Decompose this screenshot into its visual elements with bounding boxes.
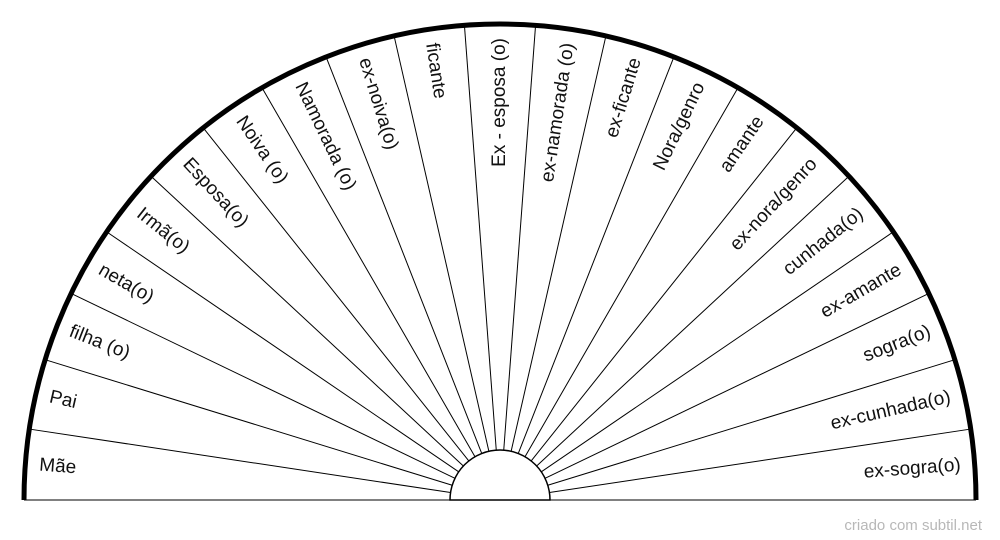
sector-divider-line: [503, 25, 537, 451]
sector-label: ex-cunhada(o): [829, 386, 953, 434]
sector-divider-line: [29, 428, 451, 494]
sector-label: Pai: [47, 386, 78, 413]
sector-divider-line: [547, 359, 955, 486]
sector-divider-line: [510, 35, 607, 452]
sector-divider-line: [541, 231, 894, 473]
sector-divider-line: [544, 293, 930, 479]
sector-divider-line: [536, 175, 850, 467]
sector-divider-line: [463, 25, 497, 451]
sector-divider-line: [517, 56, 675, 454]
sector-divider-line: [325, 56, 483, 454]
sector-label: amante: [715, 112, 768, 176]
sector-divider-line: [202, 127, 470, 462]
sector-label: neta(o): [95, 259, 158, 307]
sector-labels: Mãe Pai filha (o) neta(o)Irmã(o)Esposa(o) No…: [39, 38, 962, 483]
sector-label: ex-namorada (o): [537, 42, 579, 184]
sector-divider-line: [45, 359, 453, 486]
sector-label: ex-sogra(o): [863, 455, 961, 483]
sector-label: Ex - esposa (o): [489, 38, 510, 167]
sector-label: ex-ficante: [601, 55, 645, 140]
sector-divider-line: [261, 87, 476, 457]
sector-divider-line: [524, 87, 739, 457]
sector-label: Irmã(o): [133, 203, 194, 258]
credit-text: criado com subtil.net: [844, 517, 982, 534]
sector-label: ex-noiva(o): [354, 55, 402, 152]
sector-label: Namorada (o): [291, 79, 361, 194]
sector-label: ficante: [421, 42, 450, 100]
sector-divider-line: [106, 231, 459, 473]
sector-label: Nora/genro: [649, 79, 709, 174]
sector-label: ex-amante: [817, 259, 905, 322]
sector-label: Mãe: [39, 455, 77, 479]
sector-divider-line: [393, 35, 490, 452]
sector-divider-line: [150, 175, 464, 467]
outer-arc: [21, 21, 979, 501]
sector-label: sogra(o): [860, 321, 934, 366]
sector-divider-line: [530, 127, 798, 462]
inner-hub: [449, 449, 551, 501]
sector-divider-line: [70, 293, 456, 479]
sector-label: Esposa(o): [178, 154, 252, 232]
sector-label: ex-nora/genro: [726, 154, 822, 255]
sector-label: filha (o): [66, 321, 133, 364]
sector-label: cunhada(o): [779, 203, 867, 279]
sector-divider-line: [549, 428, 971, 494]
sector-dividers: [24, 25, 976, 501]
